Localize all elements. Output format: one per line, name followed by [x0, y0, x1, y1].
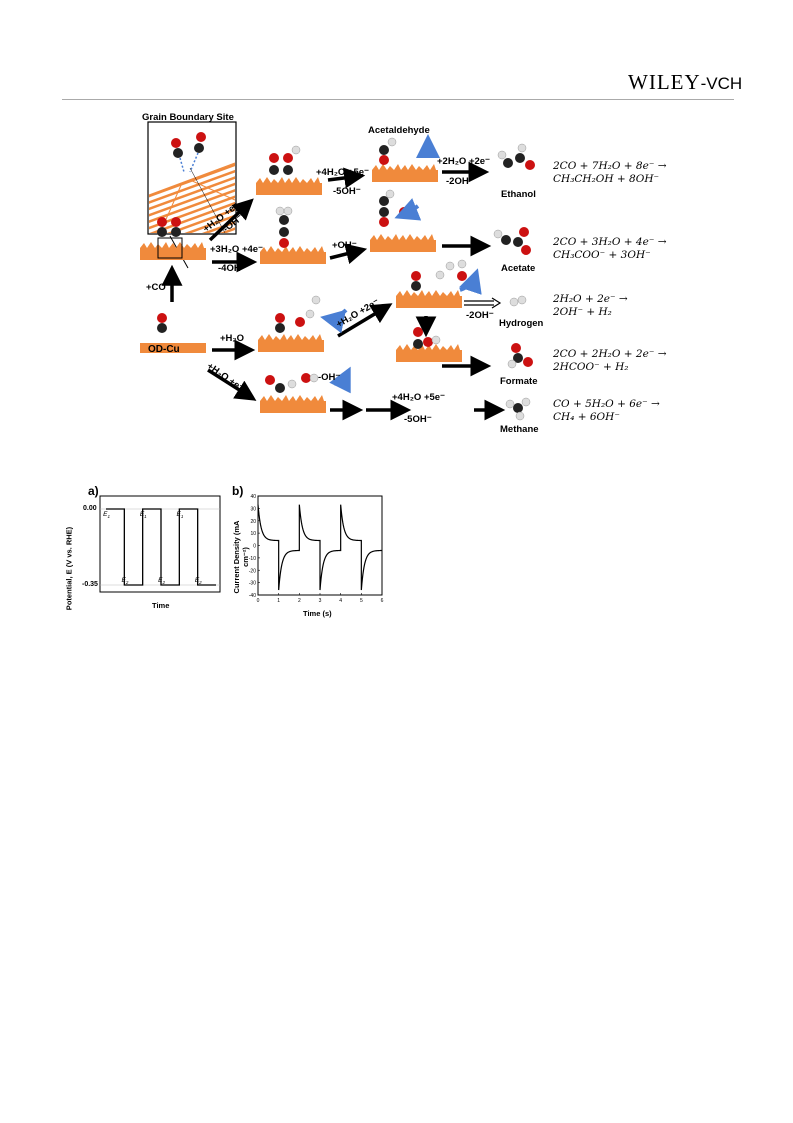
- ytick-label-5: -10: [249, 556, 256, 562]
- ytick-label-8: -40: [249, 593, 256, 599]
- equation-acetate: 2CO + 3H₂O + 4e⁻ →CH₃COO⁻ + 3OH⁻: [553, 236, 667, 261]
- chart-a-ylabel: Potential, E (V vs. RHE): [64, 526, 74, 611]
- label-oh4: -4OH⁻: [218, 263, 246, 274]
- copper-surfaces: [140, 170, 462, 413]
- label-oh2-mid: -2OH⁻: [466, 310, 494, 321]
- blue-arrows: [320, 134, 482, 394]
- reaction-arrows: [161, 161, 506, 421]
- ytick-label-0: 40: [250, 494, 256, 500]
- product-formate: Formate: [500, 376, 538, 387]
- label-plus-h2o: +H₂O: [220, 333, 245, 344]
- annotation-E1-0: E1: [103, 511, 110, 519]
- xtick-label-3: 3: [319, 598, 322, 604]
- label-oh2-top: -2OH⁻: [446, 176, 474, 187]
- chart-a-ytick-1: -0.35: [82, 581, 98, 588]
- reaction-scheme: [140, 121, 535, 421]
- equation-methane: CO + 5H₂O + 6e⁻ →CH₄ + 6OH⁻: [553, 398, 660, 423]
- xtick-label-5: 5: [360, 598, 363, 604]
- equation-hydrogen: 2H₂O + 2e⁻ →2OH⁻ + H₂: [553, 293, 628, 318]
- label-h2o2-2e: +2H₂O +2e⁻: [437, 156, 491, 167]
- label-h2o4-5e-low: +4H₂O +5e⁻: [392, 392, 446, 403]
- annotation-E2-4: E2: [158, 577, 165, 585]
- label-oh-low: -OH⁻: [318, 372, 341, 383]
- equation-ethanol: 2CO + 7H₂O + 8e⁻ →CH₃CH₂OH + 8OH⁻: [553, 160, 667, 185]
- product-acetate: Acetate: [501, 263, 536, 274]
- chart-a-xlabel: Time: [152, 601, 170, 610]
- panel-a-label: a): [88, 484, 99, 498]
- chart-b-ylabel: Current Density (mA cm⁻²): [232, 520, 250, 594]
- xtick-label-2: 2: [298, 598, 301, 604]
- equation-formate: 2CO + 2H₂O + 2e⁻ →2HCOO⁻ + H₂: [553, 348, 667, 373]
- label-acetaldehyde: Acetaldehyde: [368, 125, 430, 136]
- wiley-vch-logo: WILEY-VCH: [628, 70, 743, 94]
- label-h2o3-4e: +3H₂O +4e⁻: [210, 244, 264, 255]
- xtick-label-6: 6: [381, 598, 384, 604]
- label-plus-oh: +OH⁻: [332, 240, 357, 251]
- annotation-E2-3: E2: [122, 577, 129, 585]
- ytick-label-3: 10: [250, 531, 256, 537]
- label-h2o4-5e-top: +4H₂O +5e⁻: [316, 167, 370, 178]
- header-divider: [62, 99, 734, 100]
- ytick-label-4: 0: [253, 544, 256, 550]
- label-od-cu: OD-Cu: [148, 344, 180, 355]
- ytick-label-7: -30: [249, 581, 256, 587]
- ytick-label-6: -20: [249, 568, 256, 574]
- label-oh5-top: -5OH⁻: [333, 186, 361, 197]
- grain-boundary-title: Grain Boundary Site: [142, 112, 234, 123]
- xtick-label-0: 0: [257, 598, 260, 604]
- chart-a-ytick-0: 0.00: [83, 505, 97, 512]
- annotation-E1-2: E1: [177, 511, 184, 519]
- ytick-label-1: 30: [250, 506, 256, 512]
- grain-boundary-inset: [147, 121, 237, 269]
- annotation-E1-1: E1: [140, 511, 147, 519]
- adsorbate-molecules: [157, 137, 535, 421]
- product-hydrogen: Hydrogen: [499, 318, 544, 329]
- xtick-label-4: 4: [339, 598, 342, 604]
- label-oh5-low: -5OH⁻: [404, 414, 432, 425]
- label-add-co: +CO: [146, 282, 166, 293]
- chart-b-xlabel: Time (s): [303, 609, 332, 618]
- current-trace: [257, 504, 383, 591]
- ytick-label-2: 20: [250, 519, 256, 525]
- xtick-label-1: 1: [277, 598, 280, 604]
- product-ethanol: Ethanol: [501, 189, 536, 200]
- double-arrow-hydrogen: [464, 297, 502, 309]
- panel-b-label: b): [232, 484, 244, 498]
- potential-trace: [106, 508, 216, 586]
- product-methane: Methane: [500, 424, 539, 435]
- annotation-E2-5: E2: [195, 577, 202, 585]
